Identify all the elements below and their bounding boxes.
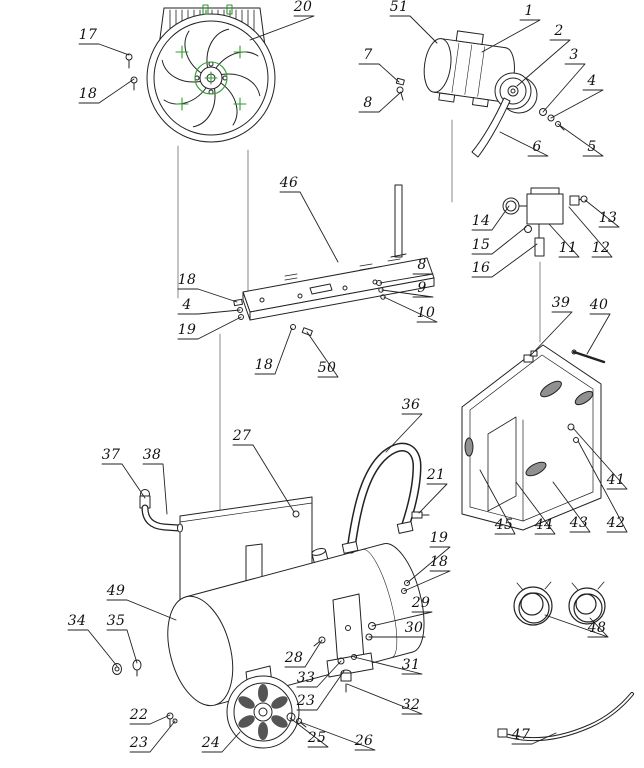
leader-line xyxy=(542,63,586,113)
pulley-fasteners xyxy=(539,108,565,131)
leader-line xyxy=(516,39,571,87)
leader-line xyxy=(177,316,242,340)
leader-line xyxy=(515,481,556,535)
leader-line xyxy=(306,331,339,378)
leader-line xyxy=(358,91,402,113)
hose-coils xyxy=(513,581,606,626)
leader-line xyxy=(548,223,580,258)
motor xyxy=(395,30,565,158)
leader-line xyxy=(529,311,573,357)
leader-line xyxy=(129,714,171,725)
leader-line xyxy=(299,721,376,751)
leader-line xyxy=(284,639,323,668)
leader-line xyxy=(389,15,438,44)
leader-line xyxy=(544,614,609,638)
tank-valves xyxy=(112,659,178,728)
leader-line xyxy=(385,413,423,453)
plate-bracket xyxy=(390,184,407,258)
leader-line xyxy=(371,611,433,627)
mounting-plate xyxy=(233,184,435,337)
leader-line xyxy=(296,660,342,688)
leader-line xyxy=(381,289,434,298)
leader-line xyxy=(254,327,293,375)
leader-line xyxy=(584,199,620,228)
leader-line xyxy=(177,288,238,303)
leader-lines xyxy=(67,15,628,753)
leader-line xyxy=(201,731,241,753)
leader-line xyxy=(471,205,510,231)
leader-line xyxy=(78,43,130,56)
leader-line xyxy=(511,732,557,745)
pump-assembly xyxy=(125,7,276,143)
motor-bolt xyxy=(395,77,405,101)
drive-belt xyxy=(471,97,511,158)
leader-line xyxy=(379,273,434,284)
guard-rod xyxy=(571,349,606,364)
leader-line xyxy=(552,481,591,533)
wheel xyxy=(226,665,307,749)
leader-line xyxy=(296,670,345,711)
leader-line xyxy=(481,19,541,53)
leader-line xyxy=(471,243,538,278)
leader-line xyxy=(471,226,527,255)
leader-line xyxy=(346,683,423,715)
leader-line xyxy=(101,463,146,499)
leader-line xyxy=(78,78,135,104)
handle xyxy=(341,442,422,554)
leader-line xyxy=(572,427,628,490)
leader-line xyxy=(358,63,400,83)
leader-line xyxy=(406,546,451,584)
leader-line xyxy=(142,463,168,515)
leader-line xyxy=(129,720,176,753)
leader-line xyxy=(550,89,604,119)
handle-bolt xyxy=(411,511,430,519)
leader-line xyxy=(479,469,516,535)
alignment-marks xyxy=(175,4,247,111)
drain-hose xyxy=(497,692,634,742)
plate-fasteners-left xyxy=(233,298,244,320)
pump-mount-screws xyxy=(125,53,138,91)
leader-line xyxy=(106,629,138,664)
leader-line xyxy=(577,440,628,533)
outlet-elbow xyxy=(139,489,183,533)
pressure-switch xyxy=(502,187,588,257)
leader-line xyxy=(557,123,604,157)
leader-line xyxy=(232,444,295,513)
leader-line xyxy=(249,15,315,41)
plate-fasteners-bottom xyxy=(290,324,313,337)
leader-line xyxy=(353,656,423,675)
tank-port xyxy=(311,548,329,563)
leader-line xyxy=(586,313,611,355)
assembly-guide-lines xyxy=(177,119,541,611)
leader-line xyxy=(568,206,613,258)
leader-line xyxy=(587,617,609,638)
leader-line xyxy=(177,309,241,315)
leader-line xyxy=(403,570,451,592)
leader-line xyxy=(383,296,438,323)
leader-line xyxy=(106,599,177,621)
leader-line xyxy=(499,131,549,157)
guard-clip xyxy=(523,350,538,363)
belt-guard xyxy=(461,344,606,531)
leader-line xyxy=(279,191,339,263)
leader-line xyxy=(418,483,448,514)
leader-line xyxy=(67,629,118,667)
leader-line xyxy=(289,717,329,748)
